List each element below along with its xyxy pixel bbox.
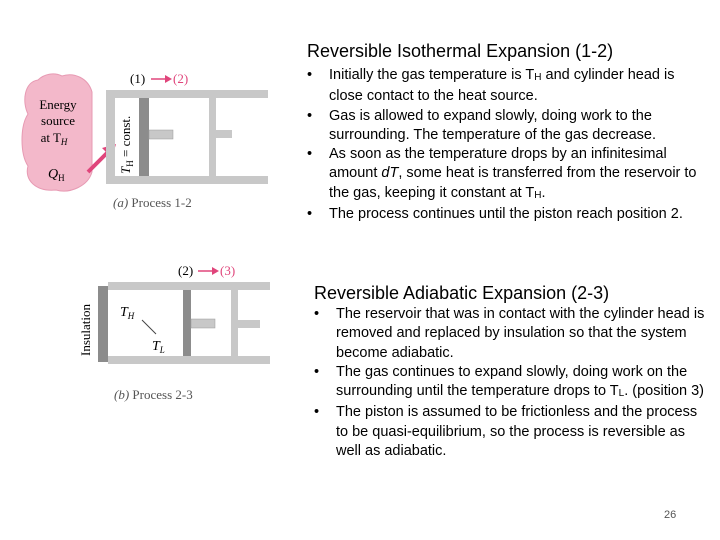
bullet-item: • As soon as the temperature drops by an …	[307, 145, 707, 205]
bullet-marker: •	[307, 206, 313, 223]
position-arrow-head	[165, 75, 172, 83]
temperature-constant-label: TH = const.	[118, 116, 135, 174]
figure2-caption-text: Process 2-3	[129, 387, 193, 402]
piston	[139, 98, 149, 176]
stop-arm	[216, 130, 232, 138]
cylinder-head	[106, 90, 115, 184]
figure2-caption: (b) Process 2-3	[114, 387, 193, 403]
bullet-item: • Gas is allowed to expand slowly, doing …	[307, 107, 707, 146]
bullet-text: and cylinder head is close contact to th…	[329, 67, 675, 105]
page-number: 26	[664, 509, 677, 521]
temperature-high-label: TH	[120, 305, 135, 321]
figure-process-1-2: Energy source at TH QH (1) (2) TH = cons…	[21, 71, 268, 192]
bullet-text: H	[534, 189, 542, 201]
position-3-label: (3)	[220, 263, 235, 278]
position-1-label: (1)	[130, 71, 145, 86]
bullet-text: As soon as the temperature drops by an i…	[329, 146, 667, 182]
bullet-text: L	[618, 388, 625, 400]
bullet-text: H	[534, 72, 542, 83]
section1-bullet-list: •Initially the gas temperature is TH and…	[307, 66, 707, 224]
cylinder-bottom-wall	[106, 176, 268, 184]
bullet-marker: •	[314, 404, 320, 421]
bullet-text: The piston is assumed to be frictionless…	[336, 404, 698, 460]
piston	[183, 290, 191, 356]
position-arrow-head	[212, 267, 219, 275]
bullet-marker: •	[314, 363, 320, 380]
piston-rod	[148, 129, 174, 140]
bullet-text: . (position 3)	[624, 383, 705, 400]
temperature-drop-line	[141, 319, 157, 335]
bullet-text: Initially the gas temperature is T	[329, 67, 535, 83]
bullet-text: The process continues until the piston r…	[329, 206, 683, 223]
figure-process-2-3: (2) (3) Insulation TH TL	[78, 263, 270, 364]
stop-arm	[238, 320, 260, 328]
cylinder-bottom-wall	[108, 356, 270, 364]
bullet-text: , some heat is transferred from the rese…	[329, 165, 697, 201]
bullet-marker: •	[314, 306, 320, 322]
cylinder-top-wall	[108, 282, 270, 290]
section2-bullet-list: • The reservoir that was in contact with …	[314, 305, 708, 461]
position-2-label: (2)	[173, 71, 188, 86]
bullet-marker: •	[307, 67, 313, 83]
heat-label: QH	[48, 167, 65, 183]
bullet-item: • The piston is assumed to be frictionles…	[314, 403, 708, 461]
temperature-low-label: TL	[152, 339, 165, 355]
position-2-label: (2)	[178, 263, 193, 278]
piston-rod	[190, 318, 216, 329]
bullet-item: • The gas continues to expand slowly, doi…	[314, 363, 708, 404]
insulation-label: Insulation	[78, 304, 93, 356]
bullet-item: • The reservoir that was in contact with …	[314, 305, 708, 363]
figure2-caption-letter: (b)	[114, 387, 130, 402]
bullet-marker: •	[307, 107, 313, 124]
bullet-text: The gas continues to expand slowly, doin…	[336, 363, 688, 400]
stop-post	[209, 98, 216, 176]
bullet-text: .	[541, 184, 546, 201]
cylinder-top-wall	[106, 90, 268, 98]
energy-source-line1: Energy	[39, 97, 77, 112]
figure1-caption-letter: (a)	[113, 195, 129, 210]
bullet-marker: •	[307, 146, 313, 163]
energy-source-line3: at TH	[41, 130, 68, 147]
figure1-caption-text: Process 1-2	[128, 195, 192, 210]
section2-title: Reversible Adiabatic Expansion (2-3)	[314, 283, 610, 303]
stop-post	[231, 290, 238, 356]
section1-title: Reversible Isothermal Expansion (1-2)	[307, 41, 614, 61]
bullet-item: • The process continues until the piston …	[307, 205, 707, 224]
figure1-caption: (a) Process 1-2	[113, 195, 192, 211]
bullet-text: The reservoir that was in contact with t…	[336, 306, 705, 361]
energy-source-blob	[21, 73, 93, 192]
bullet-item: • Initially the gas temperature is TH and…	[307, 66, 707, 107]
bullet-text: dT	[381, 165, 399, 182]
insulation-block	[98, 286, 108, 362]
energy-source-line2: source	[41, 113, 75, 128]
bullet-text: Gas is allowed to expand slowly, doing w…	[329, 107, 656, 143]
